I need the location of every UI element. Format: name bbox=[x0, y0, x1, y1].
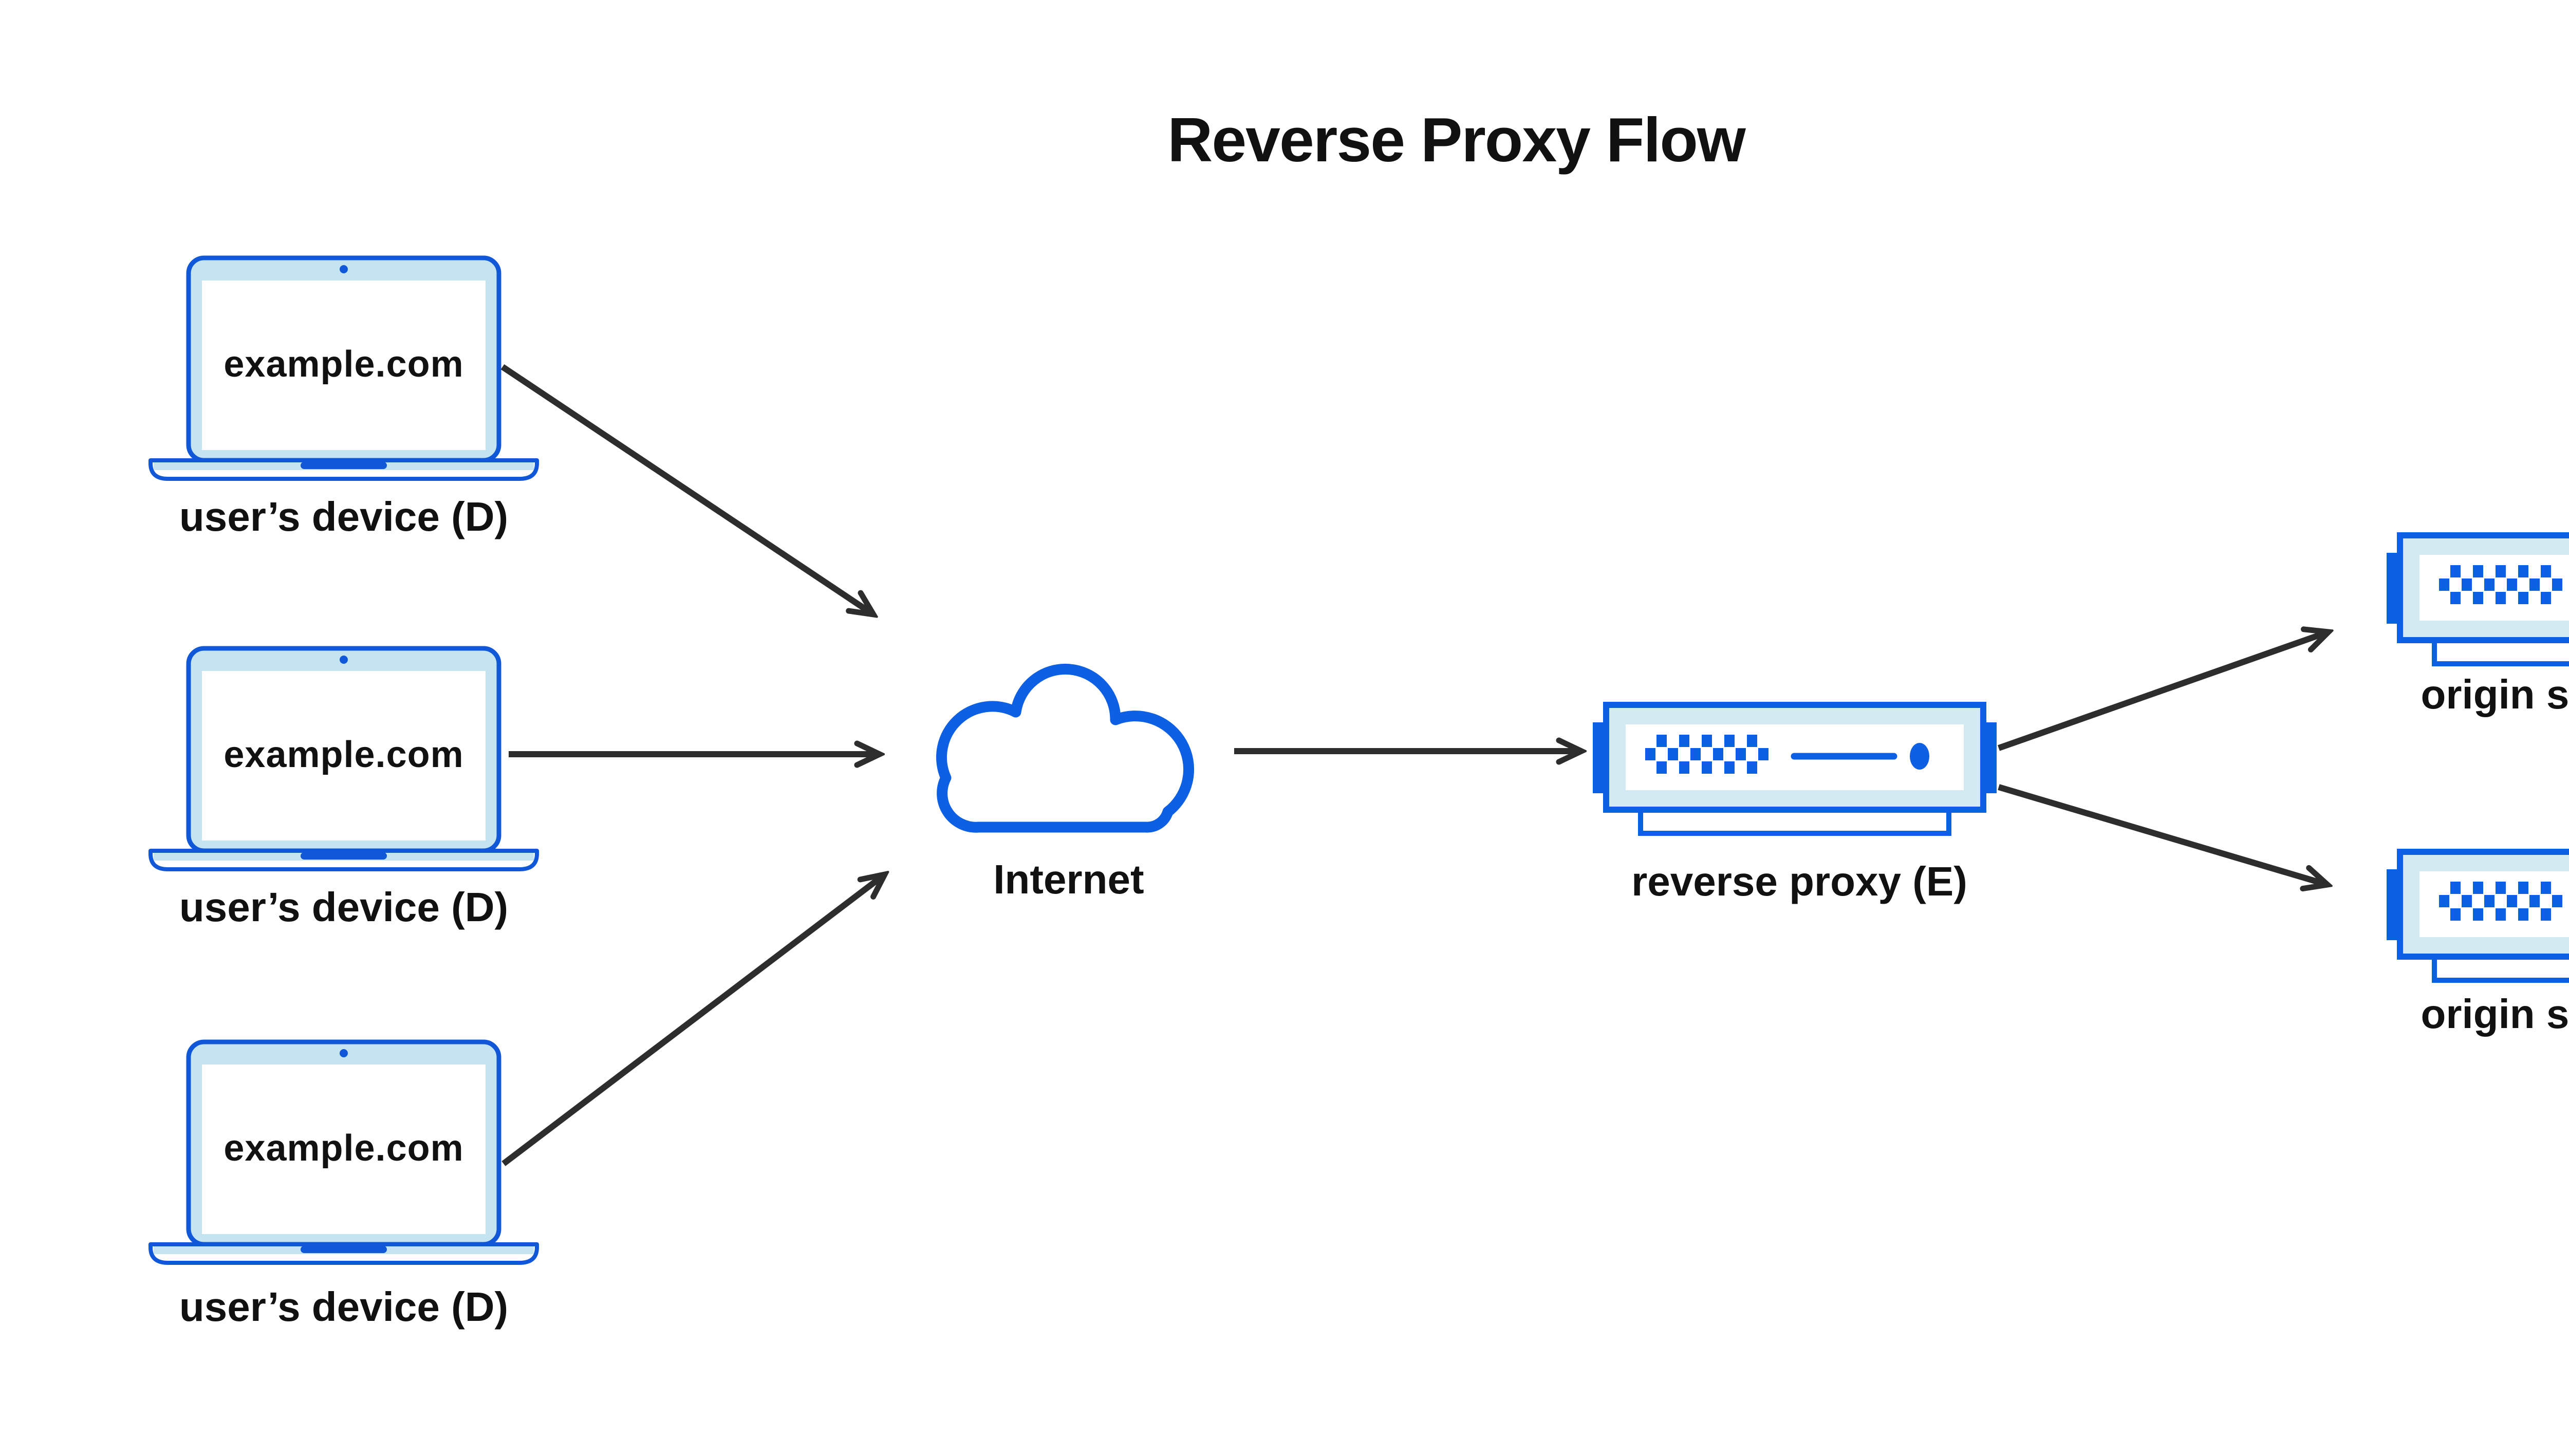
origin-server-label-2: origin server (F) bbox=[2421, 991, 2569, 1037]
cloud-icon bbox=[936, 663, 1194, 833]
arrow-proxy-to-origin2 bbox=[1998, 784, 2328, 885]
arrow-device1-to-internet bbox=[500, 364, 873, 614]
laptop-screen-url-1: example.com bbox=[224, 344, 464, 385]
arrow-device3-to-internet bbox=[501, 874, 885, 1166]
laptop-screen-url-3: example.com bbox=[224, 1128, 464, 1169]
reverse-proxy-label: reverse proxy (E) bbox=[1631, 858, 1967, 904]
user-device-label-2: user’s device (D) bbox=[179, 884, 509, 930]
user-device-label-3: user’s device (D) bbox=[179, 1284, 509, 1330]
origin-server-label-1: origin server (F) bbox=[2421, 671, 2569, 717]
server-rack-icon-reverse-proxy bbox=[1593, 705, 1997, 833]
server-rack-icon-origin-1 bbox=[2387, 535, 2569, 664]
server-rack-icon-origin-2 bbox=[2387, 852, 2569, 980]
internet-label: Internet bbox=[993, 856, 1144, 902]
user-device-label-1: user’s device (D) bbox=[179, 494, 509, 539]
diagram-title: Reverse Proxy Flow bbox=[1167, 105, 1746, 175]
laptop-screen-url-2: example.com bbox=[224, 734, 464, 775]
arrow-proxy-to-origin1 bbox=[1998, 632, 2329, 751]
